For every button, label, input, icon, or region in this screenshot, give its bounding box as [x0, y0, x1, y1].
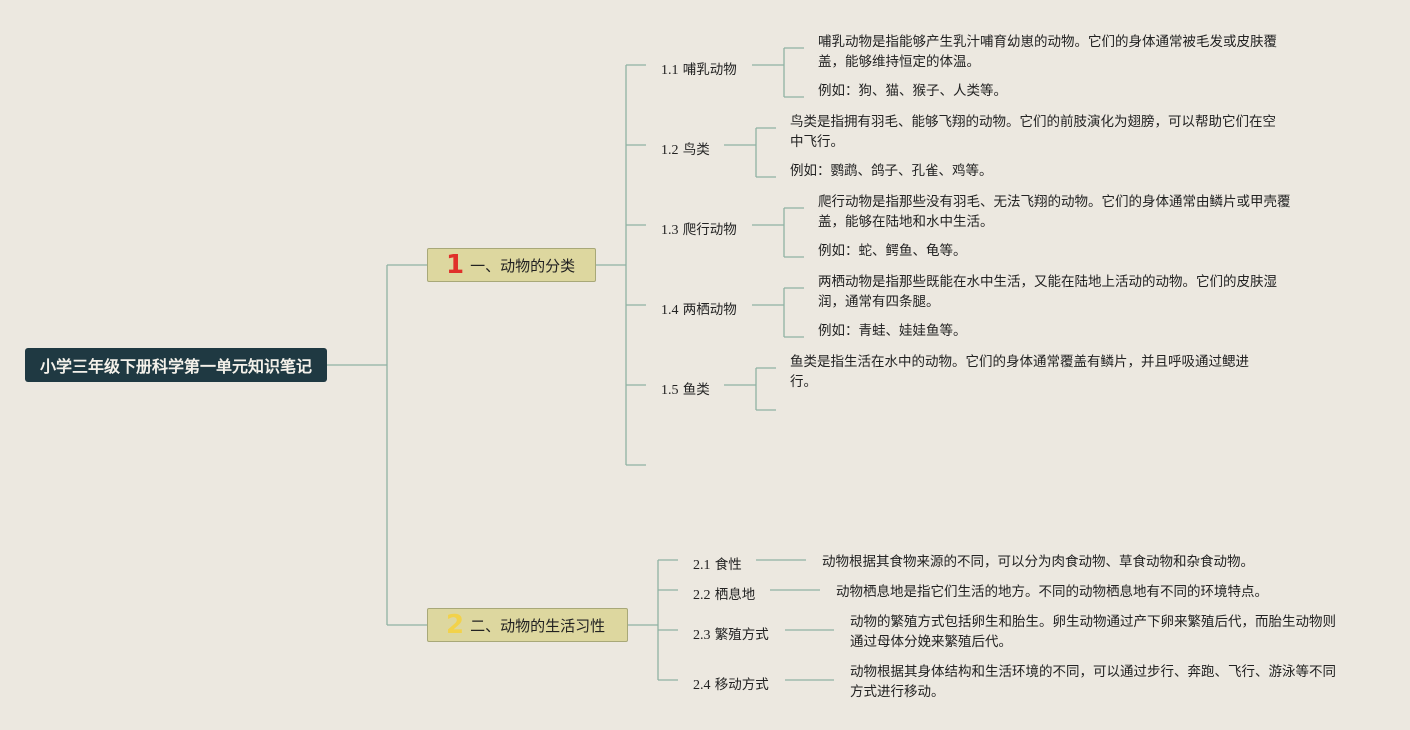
- subtopic-number: 2.1: [693, 558, 711, 573]
- subtopic-diet[interactable]: 2.1 食性: [693, 553, 742, 574]
- subtopic-label: 鱼类: [682, 382, 710, 398]
- subtopic-mammals[interactable]: 1.1 哺乳动物: [661, 58, 737, 79]
- subtopic-number: 1.4: [661, 303, 679, 318]
- note-example: 例如：鹦鹉、鸽子、孔雀、鸡等。: [790, 163, 993, 179]
- subtopic-label: 爬行动物: [682, 222, 737, 238]
- subtopic-label: 移动方式: [714, 677, 769, 693]
- subtopic-number: 2.4: [693, 678, 711, 693]
- subtopic-number: 2.3: [693, 628, 711, 643]
- subtopic-locomotion[interactable]: 2.4 移动方式: [693, 673, 769, 694]
- subtopic-amphibians[interactable]: 1.4 两栖动物: [661, 298, 737, 319]
- subtopic-label: 繁殖方式: [714, 627, 769, 643]
- branch-animal-habits[interactable]: 2 二、动物的生活习性: [427, 608, 628, 642]
- root-title: 小学三年级下册科学第一单元知识笔记: [39, 357, 312, 376]
- root-topic[interactable]: 小学三年级下册科学第一单元知识笔记: [25, 348, 327, 382]
- subtopic-label: 两栖动物: [682, 302, 737, 318]
- note-text: 动物根据其食物来源的不同，可以分为肉食动物、草食动物和杂食动物。: [822, 554, 1254, 570]
- subtopic-number: 1.3: [661, 223, 679, 238]
- branch-number-badge: 2: [446, 610, 465, 640]
- subtopic-fish[interactable]: 1.5 鱼类: [661, 378, 710, 399]
- subtopic-label: 食性: [714, 557, 742, 573]
- subtopic-number: 1.1: [661, 63, 679, 78]
- subtopic-number: 1.5: [661, 383, 679, 398]
- subtopic-number: 2.2: [693, 588, 711, 603]
- note-example: 例如：蛇、鳄鱼、龟等。: [818, 243, 967, 259]
- note-text: 动物的繁殖方式包括卵生和胎生。卵生动物通过产下卵来繁殖后代，而胎生动物则通过母体…: [850, 614, 1336, 650]
- subtopic-label: 哺乳动物: [682, 62, 737, 78]
- subtopic-habitat[interactable]: 2.2 栖息地: [693, 583, 755, 604]
- subtopic-label: 鸟类: [682, 142, 710, 158]
- note-text: 鱼类是指生活在水中的动物。它们的身体通常覆盖有鳞片，并且呼吸通过鳃进行。: [790, 354, 1249, 390]
- note-text: 动物栖息地是指它们生活的地方。不同的动物栖息地有不同的环境特点。: [836, 584, 1268, 600]
- note-text: 鸟类是指拥有羽毛、能够飞翔的动物。它们的前肢演化为翅膀，可以帮助它们在空中飞行。: [790, 114, 1276, 150]
- note-example: 例如：狗、猫、猴子、人类等。: [818, 83, 1007, 99]
- note-text: 动物根据其身体结构和生活环境的不同，可以通过步行、奔跑、飞行、游泳等不同方式进行…: [850, 664, 1336, 700]
- subtopic-reptiles[interactable]: 1.3 爬行动物: [661, 218, 737, 239]
- note-text: 哺乳动物是指能够产生乳汁哺育幼崽的动物。它们的身体通常被毛发或皮肤覆盖，能够维持…: [818, 34, 1277, 70]
- note-example: 例如：青蛙、娃娃鱼等。: [818, 323, 967, 339]
- subtopic-number: 1.2: [661, 143, 679, 158]
- note-text: 爬行动物是指那些没有羽毛、无法飞翔的动物。它们的身体通常由鳞片或甲壳覆盖，能够在…: [818, 194, 1291, 230]
- branch-label: 一、动物的分类: [470, 256, 576, 275]
- note-text: 两栖动物是指那些既能在水中生活，又能在陆地上活动的动物。它们的皮肤湿润，通常有四…: [818, 274, 1277, 310]
- subtopic-birds[interactable]: 1.2 鸟类: [661, 138, 710, 159]
- branch-number-badge: 1: [446, 250, 465, 280]
- subtopic-reproduction[interactable]: 2.3 繁殖方式: [693, 623, 769, 644]
- branch-label: 二、动物的生活习性: [470, 616, 606, 635]
- subtopic-label: 栖息地: [714, 587, 756, 603]
- branch-animal-classification[interactable]: 1 一、动物的分类: [427, 248, 596, 282]
